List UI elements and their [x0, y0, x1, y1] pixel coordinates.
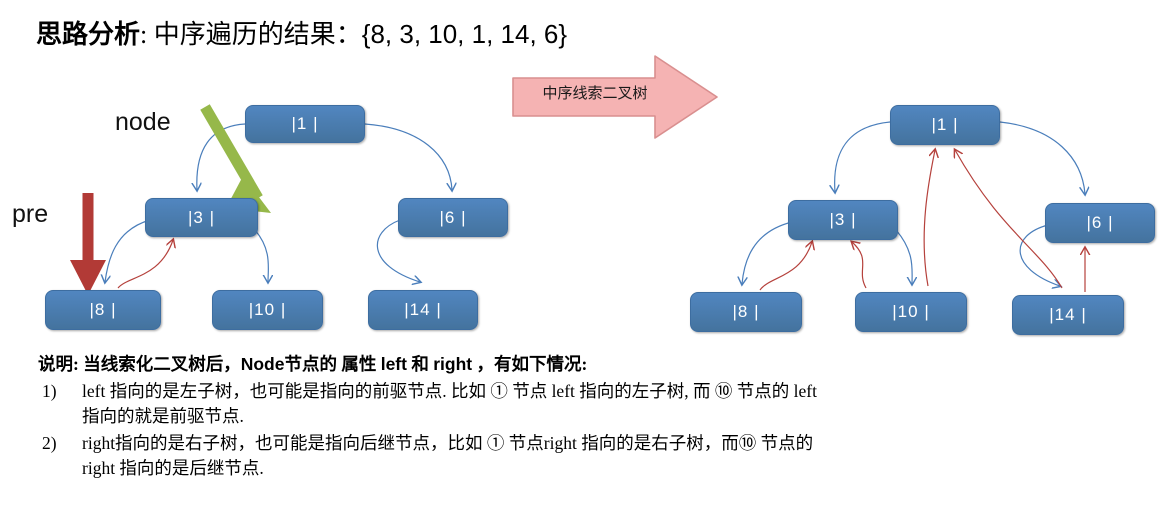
node-left-10[interactable]: |10 | — [212, 290, 323, 330]
notes-heading-g: ，有如下情况: — [472, 354, 588, 374]
node-left-14[interactable]: |14 | — [368, 290, 478, 330]
banner-arrow-shape — [512, 55, 718, 139]
node-left-6[interactable]: |6 | — [398, 198, 508, 237]
notes-heading-right: right — [433, 354, 473, 374]
right-tree-child-edges — [742, 121, 1085, 286]
transform-banner: 中序线索二叉树 — [505, 50, 725, 145]
note-2-line-1: right指向的是右子树，也可能是指向后继节点，比如 ① 节点right 指向的… — [82, 433, 814, 453]
right-tree-thread-edges — [759, 150, 1085, 292]
node-right-10[interactable]: |10 | — [855, 292, 967, 332]
note-1-line-1: left 指向的是左子树，也可能是指向的前驱节点. 比如 ① 节点 left 指… — [82, 381, 817, 401]
notes-heading-c: 节点的 属性 — [284, 354, 381, 374]
node-left-1[interactable]: |1 | — [245, 105, 365, 143]
note-item-2: 2) right指向的是右子树，也可能是指向后继节点，比如 ① 节点right … — [38, 431, 1153, 481]
notes-heading: 说明: 当线索化二叉树后，Node节点的 属性 left 和 right ，有如… — [38, 352, 1153, 377]
notes-heading-e: 和 — [406, 354, 434, 374]
note-2-line-2: right 指向的是后继节点. — [82, 458, 264, 478]
node-right-3[interactable]: |3 | — [788, 200, 898, 240]
node-right-6[interactable]: |6 | — [1045, 203, 1155, 243]
diagram-area: |1 | |3 | |6 | |8 | |10 | |14 | |1 | |3 … — [0, 80, 1159, 348]
left-tree-thread-edges — [117, 240, 173, 289]
title-prefix: 思路分析 — [36, 20, 141, 49]
notes-heading-a: 说明: 当线索化二叉树后， — [38, 354, 241, 374]
page-title: 思路分析: 中序遍历的结果：{8, 3, 10, 1, 14, 6} — [36, 14, 567, 51]
note-marker-1: 1) — [42, 381, 57, 401]
left-tree-child-edges — [105, 123, 452, 282]
pre-pointer-label: pre — [12, 200, 49, 228]
banner-label: 中序线索二叉树 — [542, 86, 648, 102]
title-sequence: {8, 3, 10, 1, 14, 6} — [361, 19, 568, 49]
notes-block: 说明: 当线索化二叉树后，Node节点的 属性 left 和 right ，有如… — [38, 352, 1153, 481]
title-mid: 中序遍历的结果： — [153, 20, 362, 49]
notes-heading-node: Node — [240, 354, 285, 374]
pre-pointer-arrow — [70, 193, 106, 295]
title-colon: : — [140, 20, 154, 49]
note-item-1: 1) left 指向的是左子树，也可能是指向的前驱节点. 比如 ① 节点 lef… — [38, 379, 1153, 429]
node-right-14[interactable]: |14 | — [1012, 295, 1124, 335]
notes-heading-left: left — [380, 354, 407, 374]
note-1-line-2: 指向的就是前驱节点. — [82, 406, 244, 426]
note-marker-2: 2) — [42, 433, 57, 453]
node-left-8[interactable]: |8 | — [45, 290, 161, 330]
node-left-3[interactable]: |3 | — [145, 198, 258, 237]
note-body-1: left 指向的是左子树，也可能是指向的前驱节点. 比如 ① 节点 left 指… — [82, 379, 1153, 429]
node-right-1[interactable]: |1 | — [890, 105, 1000, 145]
note-body-2: right指向的是右子树，也可能是指向后继节点，比如 ① 节点right 指向的… — [82, 431, 1153, 481]
node-right-8[interactable]: |8 | — [690, 292, 802, 332]
node-pointer-label: node — [115, 108, 171, 136]
